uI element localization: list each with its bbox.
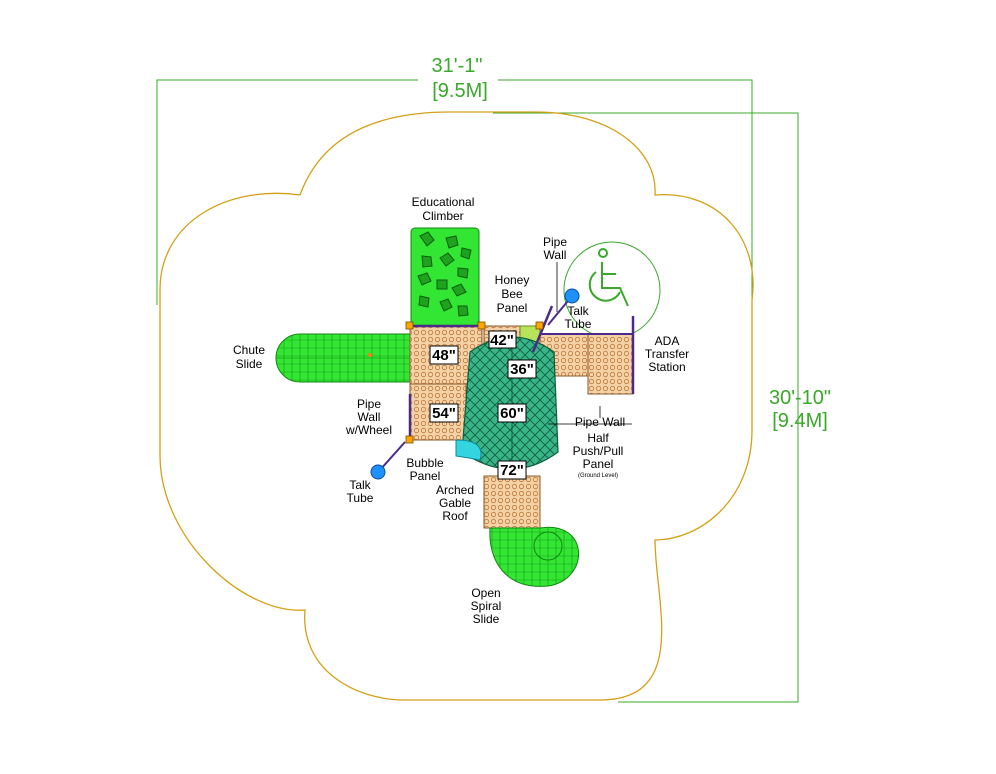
- svg-text:Educational: Educational: [412, 195, 475, 209]
- bubble-panel: [455, 439, 482, 461]
- chute-slide: [275, 333, 411, 383]
- svg-text:Roof: Roof: [442, 509, 468, 523]
- label-pipe-wall-wheel: Pipe Wall w/Wheel: [345, 397, 392, 437]
- label-arched-gable-roof: Arched Gable Roof: [436, 483, 474, 523]
- svg-text:Tube: Tube: [347, 491, 374, 505]
- depth-dimension-metric: [9.4M]: [772, 410, 828, 432]
- label-educational-climber: Educational Climber: [412, 195, 475, 223]
- svg-text:Open: Open: [471, 586, 500, 600]
- svg-text:Talk: Talk: [349, 478, 371, 492]
- svg-text:Talk: Talk: [567, 304, 589, 318]
- svg-text:Slide: Slide: [473, 612, 500, 626]
- svg-text:Panel: Panel: [410, 469, 441, 483]
- dimension-lines: [156, 79, 799, 703]
- deck-72-label: 72": [500, 462, 524, 479]
- deck-48-label: 48": [432, 347, 456, 364]
- label-open-spiral-slide: Open Spiral Slide: [471, 586, 502, 626]
- svg-text:Station: Station: [648, 360, 685, 374]
- svg-text:Tube: Tube: [565, 317, 592, 331]
- deck-54-label: 54": [432, 405, 456, 422]
- svg-text:Panel: Panel: [583, 457, 614, 471]
- svg-text:w/Wheel: w/Wheel: [345, 423, 392, 437]
- deck-72: [483, 475, 541, 529]
- depth-dimension-imperial: 30'-10": [769, 387, 831, 409]
- svg-text:Honey: Honey: [495, 273, 530, 287]
- leader-lines: [548, 262, 632, 425]
- svg-text:Climber: Climber: [422, 209, 463, 223]
- accessibility-icon: [588, 248, 629, 307]
- deck-labels: [429, 330, 537, 480]
- svg-text:Panel: Panel: [497, 301, 528, 315]
- label-talk-tube-left: Talk Tube: [347, 478, 374, 505]
- deck-60-label: 60": [500, 405, 524, 422]
- svg-text:Arched: Arched: [436, 483, 474, 497]
- svg-text:(Ground Level): (Ground Level): [578, 473, 618, 479]
- svg-text:Slide: Slide: [236, 357, 263, 371]
- svg-text:Gable: Gable: [439, 496, 471, 510]
- label-ada-transfer-station: ADA Transfer Station: [645, 334, 689, 374]
- svg-text:Chute: Chute: [233, 343, 265, 357]
- label-honey-bee-panel: Honey Bee Panel: [495, 273, 530, 315]
- label-chute-slide: Chute Slide: [233, 343, 265, 371]
- width-dimension-metric: [9.5M]: [432, 80, 488, 102]
- label-pipe-wall-top: Pipe Wall: [543, 235, 567, 262]
- deck-36-label: 36": [510, 361, 534, 378]
- svg-text:Pipe: Pipe: [357, 397, 381, 411]
- open-spiral-slide: [489, 526, 580, 587]
- deck-42-label: 42": [490, 332, 514, 349]
- use-zone-boundary: [159, 111, 754, 701]
- educational-climber: [410, 227, 480, 327]
- svg-text:Wall: Wall: [544, 248, 567, 262]
- svg-text:Transfer: Transfer: [645, 347, 689, 361]
- svg-text:Bubble: Bubble: [406, 456, 444, 470]
- svg-text:Wall: Wall: [358, 410, 381, 424]
- talk-tube-right: [547, 288, 580, 326]
- svg-text:Half: Half: [587, 431, 609, 445]
- svg-text:ADA: ADA: [655, 334, 680, 348]
- posts: [405, 321, 544, 444]
- talk-tube-left: [370, 441, 406, 480]
- label-bubble-panel: Bubble Panel: [406, 456, 444, 483]
- svg-text:Pipe: Pipe: [543, 235, 567, 249]
- label-talk-tube-right: Talk Tube: [565, 304, 592, 331]
- label-half-push-pull-panel: Half Push/Pull Panel (Ground Level): [573, 431, 624, 479]
- svg-text:Push/Pull: Push/Pull: [573, 444, 624, 458]
- label-pipe-wall-right: Pipe Wall: [575, 415, 625, 429]
- svg-text:Pipe Wall: Pipe Wall: [575, 415, 625, 429]
- svg-text:Spiral: Spiral: [471, 599, 502, 613]
- svg-text:Bee: Bee: [501, 287, 523, 301]
- width-dimension-imperial: 31'-1": [432, 55, 483, 77]
